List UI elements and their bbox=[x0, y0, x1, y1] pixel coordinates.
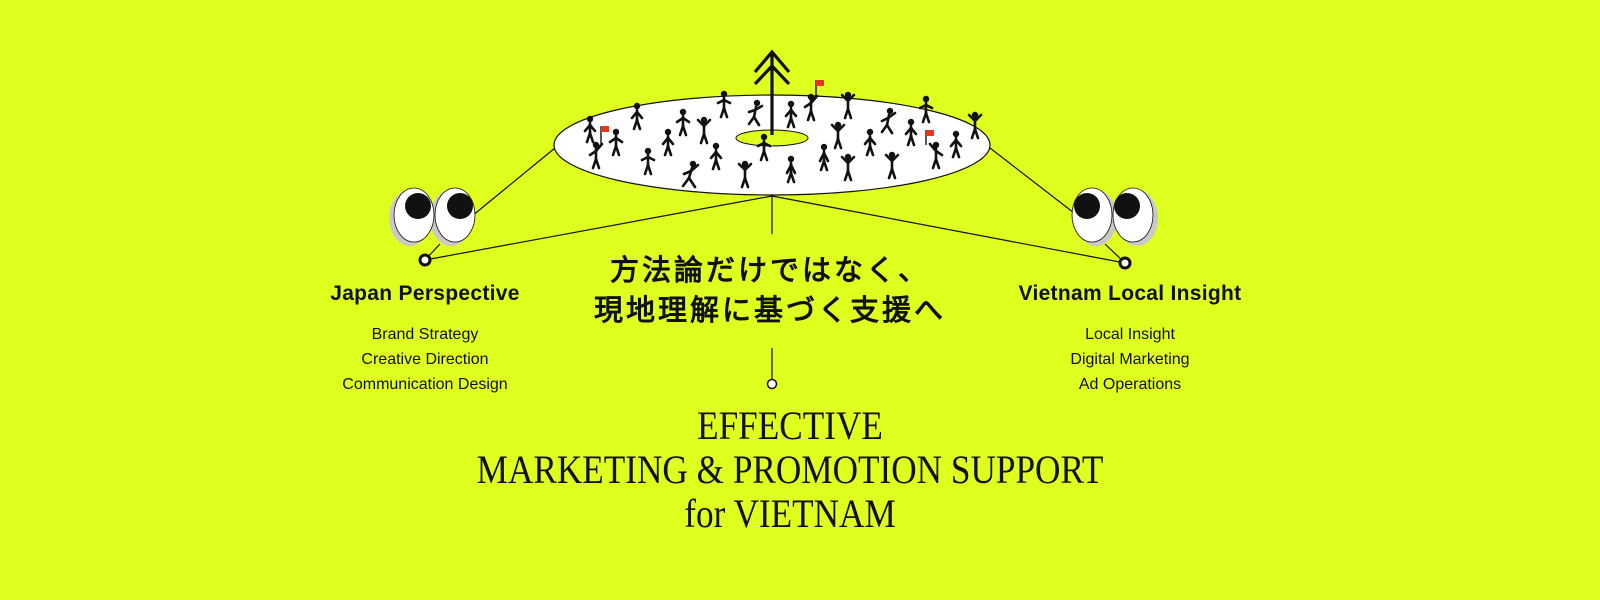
person-icon bbox=[918, 95, 934, 124]
person-icon bbox=[608, 128, 624, 157]
person-icon bbox=[803, 93, 819, 122]
person-icon bbox=[818, 143, 830, 172]
vietnam-insight-block: Vietnam Local Insight Local Insight Digi… bbox=[990, 282, 1270, 397]
person-icon bbox=[716, 90, 732, 119]
person-icon bbox=[884, 151, 900, 180]
person-icon bbox=[675, 108, 691, 137]
person-icon bbox=[737, 160, 753, 189]
service-item: Local Insight bbox=[1085, 326, 1175, 343]
flag-icon bbox=[925, 130, 934, 145]
person-icon bbox=[967, 111, 983, 140]
person-icon bbox=[830, 121, 846, 150]
connector-lines bbox=[424, 147, 1126, 380]
person-icon bbox=[661, 128, 675, 157]
left-node-dot bbox=[418, 253, 432, 267]
person-icon bbox=[840, 153, 856, 182]
person-icon bbox=[928, 141, 944, 170]
person-icon bbox=[785, 155, 797, 184]
person-icon bbox=[640, 147, 656, 176]
person-icon bbox=[949, 130, 963, 159]
person-icon bbox=[709, 142, 723, 171]
english-tagline: EFFECTIVE MARKETING & PROMOTION SUPPORT … bbox=[429, 404, 1151, 536]
up-arrow-icon bbox=[753, 49, 791, 135]
japan-perspective-block: Japan Perspective Brand Strategy Creativ… bbox=[300, 282, 550, 397]
japanese-headline: 方法論だけではなく、 現地理解に基づく支援へ bbox=[560, 250, 980, 330]
person-icon bbox=[583, 115, 597, 144]
service-item: Communication Design bbox=[342, 376, 508, 393]
right-node-dot bbox=[1118, 256, 1132, 270]
person-icon bbox=[696, 116, 712, 145]
center-node-dot bbox=[766, 378, 778, 390]
left-eyes-icon bbox=[389, 187, 476, 246]
service-item: Ad Operations bbox=[1078, 376, 1182, 393]
person-icon bbox=[904, 118, 918, 147]
headline-line-2: 現地理解に基づく支援へ bbox=[593, 293, 946, 327]
service-item: Digital Marketing bbox=[1070, 351, 1190, 368]
person-icon bbox=[880, 107, 897, 135]
right-eyes-icon bbox=[1071, 187, 1158, 246]
person-icon bbox=[840, 91, 856, 120]
flag-icon bbox=[600, 126, 609, 145]
crowd-people bbox=[583, 90, 983, 189]
person-icon bbox=[784, 100, 798, 129]
service-item: Brand Strategy bbox=[371, 326, 479, 343]
japan-perspective-title: Japan Perspective bbox=[330, 282, 520, 305]
vietnam-insight-title: Vietnam Local Insight bbox=[1018, 282, 1242, 305]
person-icon bbox=[747, 99, 764, 127]
person-icon bbox=[756, 133, 772, 162]
service-item: Creative Direction bbox=[361, 351, 489, 368]
person-icon bbox=[630, 102, 644, 131]
flag-icon bbox=[815, 80, 824, 97]
person-icon bbox=[588, 141, 604, 170]
person-icon bbox=[863, 128, 877, 157]
tagline-line-3: for VIETNAM bbox=[684, 491, 896, 536]
tagline-line-1: EFFECTIVE bbox=[697, 403, 883, 448]
headline-line-1: 方法論だけではなく、 bbox=[609, 253, 930, 287]
tagline-line-2: MARKETING & PROMOTION SUPPORT bbox=[476, 447, 1104, 492]
person-icon bbox=[681, 160, 700, 189]
